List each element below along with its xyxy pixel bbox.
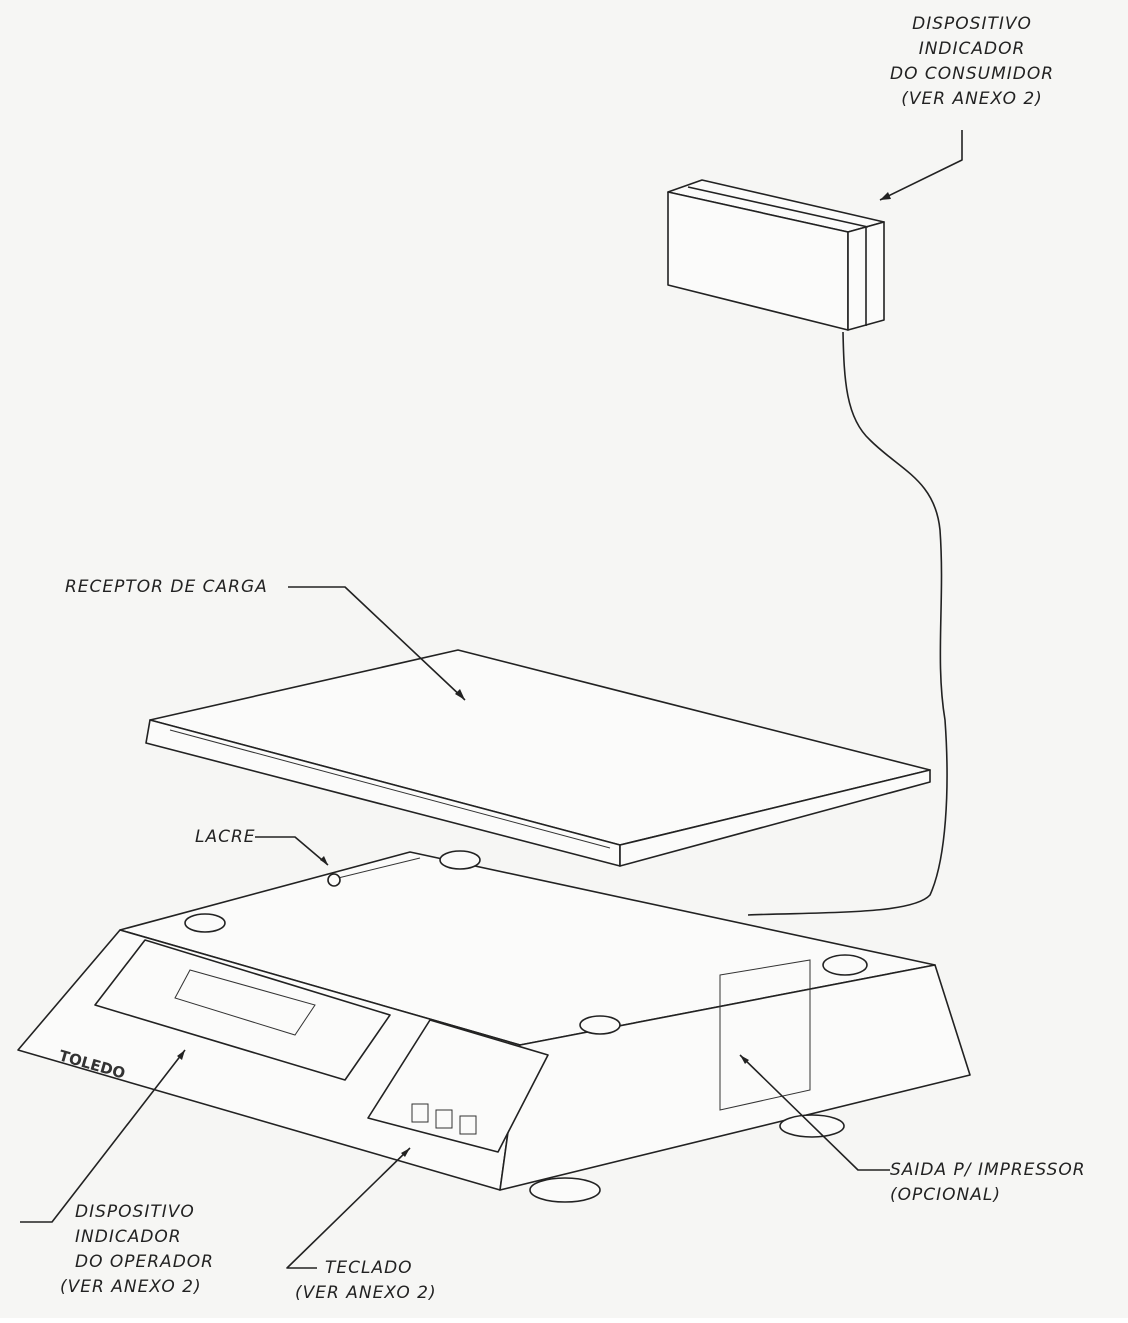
label-consumer-display: DISPOSITIVO INDICADOR DO CONSUMIDOR (VER… (890, 12, 1054, 112)
label-line: TECLADO (325, 1258, 413, 1278)
label-line: INDICADOR (918, 39, 1026, 59)
label-printer-output: SAIDA P/ IMPRESSOR (OPCIONAL) (890, 1158, 1086, 1208)
key-1[interactable] (411, 1103, 429, 1123)
label-line: RECEPTOR DE CARGA (65, 577, 268, 597)
label-line: DO CONSUMIDOR (890, 64, 1055, 84)
label-line: (VER ANEXO 2) (295, 1283, 437, 1303)
label-load-receptor: RECEPTOR DE CARGA (65, 575, 268, 600)
label-line: (VER ANEXO 2) (901, 89, 1043, 109)
label-line: INDICADOR (75, 1227, 182, 1247)
label-line: DISPOSITIVO (912, 14, 1032, 34)
label-seal: LACRE (195, 825, 256, 850)
key-3[interactable] (459, 1115, 477, 1135)
consumer-display-box (667, 179, 885, 331)
label-line: DISPOSITIVO (75, 1202, 195, 1222)
label-line: (OPCIONAL) (890, 1185, 1001, 1205)
key-2[interactable] (435, 1109, 453, 1129)
label-operator-display: DISPOSITIVO INDICADOR DO OPERADOR (VER A… (60, 1200, 214, 1300)
label-line: SAIDA P/ IMPRESSOR (890, 1160, 1086, 1180)
load-receptor-plate (145, 649, 931, 867)
label-keyboard: TECLADO (VER ANEXO 2) (295, 1256, 437, 1306)
label-line: (VER ANEXO 2) (60, 1277, 202, 1297)
label-line: DO OPERADOR (75, 1252, 214, 1272)
label-line: LACRE (195, 827, 256, 847)
scale-base: TOLEDO (17, 850, 971, 1203)
leader-lines (20, 130, 963, 1269)
display-cable (747, 331, 948, 916)
